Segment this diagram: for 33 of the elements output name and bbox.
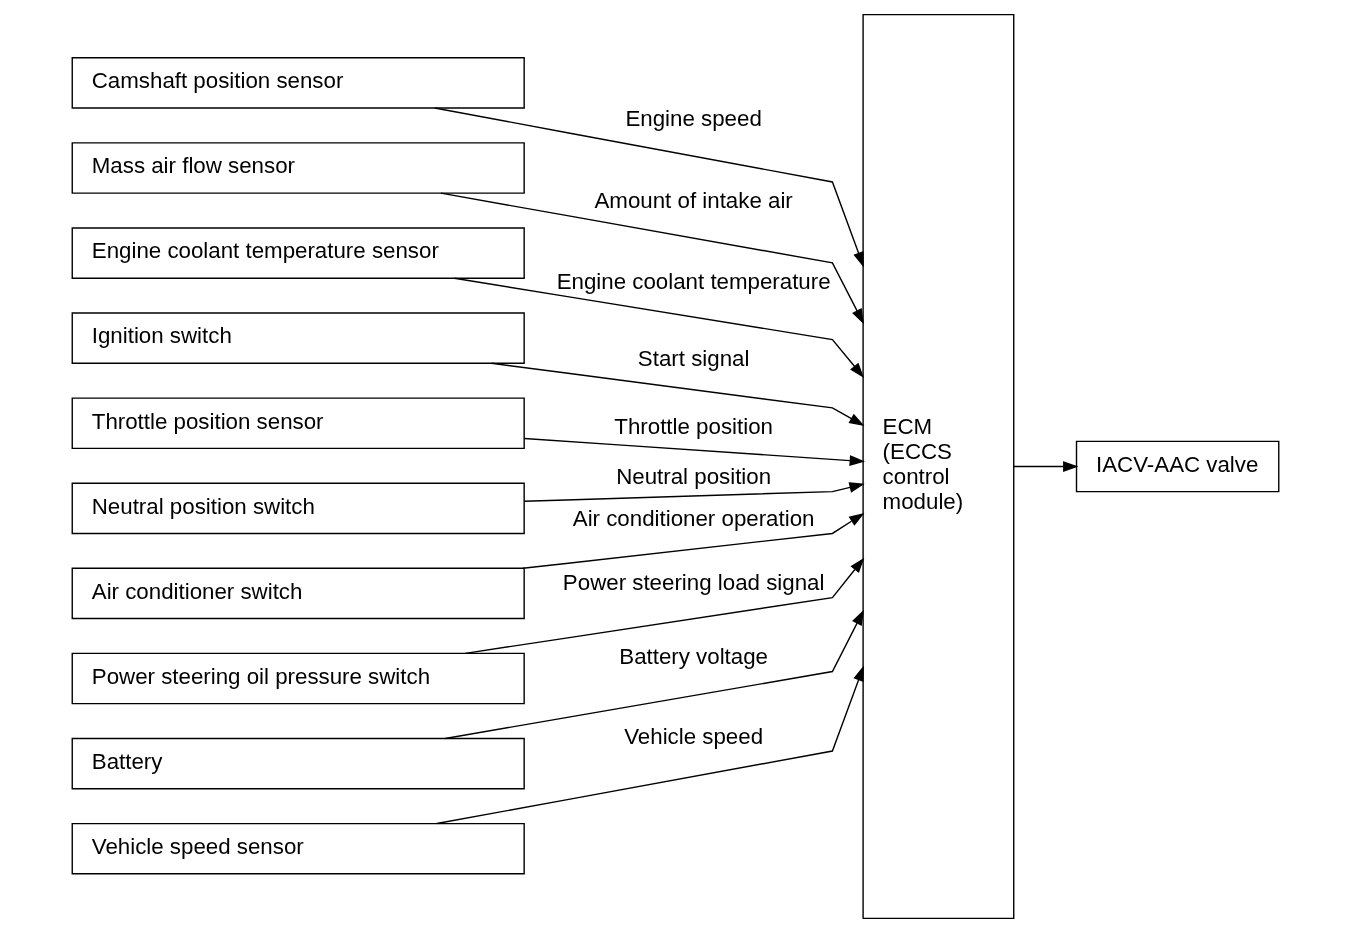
node-box: IACV-AAC valve xyxy=(1075,440,1279,492)
edge-label: Air conditioner operation xyxy=(572,505,814,531)
arrow xyxy=(523,481,865,502)
edge-label: Power steering load signal xyxy=(562,569,824,595)
node-box: Mass air flow sensor xyxy=(71,141,525,194)
arrow xyxy=(521,512,864,569)
arrow xyxy=(433,106,864,267)
edge-label: Engine coolant temperature xyxy=(556,268,831,294)
node-box: ECM (ECCS control module) xyxy=(861,13,1014,919)
edge-label: Engine speed xyxy=(624,105,762,131)
arrow xyxy=(523,437,865,466)
edge-label: Battery voltage xyxy=(618,643,768,669)
arrow xyxy=(444,609,864,739)
node-box: Ignition switch xyxy=(71,311,525,364)
node-box: Neutral position switch xyxy=(71,482,525,534)
arrow xyxy=(1012,460,1078,472)
arrow xyxy=(453,277,864,378)
node-box: Air conditioner switch xyxy=(71,567,525,619)
arrow xyxy=(464,557,864,654)
edge-label: Throttle position xyxy=(613,413,773,439)
edge-label: Neutral position xyxy=(615,463,771,489)
node-box: Power steering oil pressure switch xyxy=(71,652,525,704)
edge-label: Vehicle speed xyxy=(623,723,763,749)
node-box: Vehicle speed sensor xyxy=(71,822,525,874)
arrow xyxy=(490,362,864,426)
arrow xyxy=(439,191,864,324)
node-box: Battery xyxy=(71,737,525,789)
edge-label: Start signal xyxy=(637,345,749,371)
node-box: Throttle position sensor xyxy=(71,396,525,449)
arrow xyxy=(435,665,864,824)
node-box: Engine coolant temperature sensor xyxy=(71,226,525,279)
edge-label: Amount of intake air xyxy=(593,187,793,213)
node-box: Camshaft position sensor xyxy=(71,56,525,109)
